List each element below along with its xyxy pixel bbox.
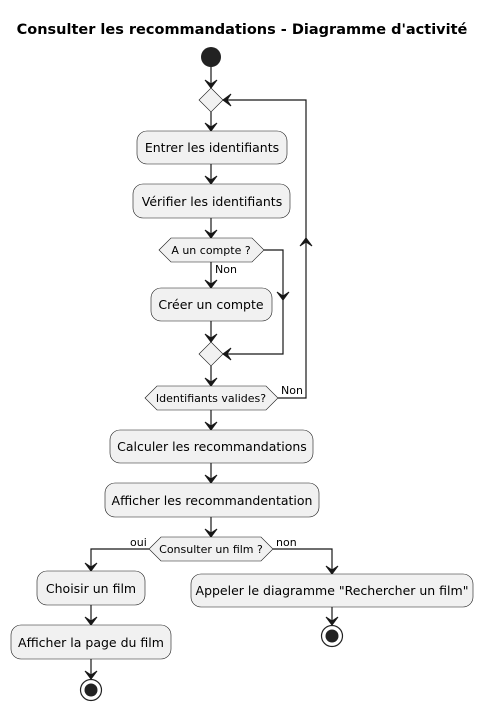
activity-call-search-diagram-label: Appeler le diagramme "Rechercher un film…	[196, 583, 469, 598]
arrowhead	[204, 79, 218, 89]
arrowhead	[84, 562, 98, 572]
account-merge-node	[198, 341, 224, 367]
edge-loop-back	[223, 99, 307, 399]
guard-credentials-invalid: Non	[281, 384, 303, 397]
arrowhead	[204, 229, 218, 239]
arrowhead	[204, 377, 218, 387]
arrowhead	[84, 670, 98, 680]
arrowhead	[204, 421, 218, 431]
edge-view-movie-no	[273, 548, 333, 574]
activity-verify-credentials-label: Vérifier les identifiants	[142, 194, 282, 209]
arrowhead	[204, 122, 218, 132]
arrowhead	[299, 237, 313, 247]
loop-merge-node	[198, 87, 224, 113]
guard-view-movie-no: non	[276, 536, 297, 549]
arrowhead	[204, 528, 218, 538]
arrowhead	[276, 291, 290, 301]
arrowhead	[325, 616, 339, 626]
diagram-title: Consulter les recommandations - Diagramm…	[17, 22, 468, 38]
activity-display-movie-page-label: Afficher la page du film	[18, 635, 164, 650]
arrowhead	[204, 175, 218, 185]
edge-view-movie-yes	[90, 548, 149, 571]
edge-has-account-bypass	[223, 249, 284, 355]
activity-display-recommendations-label: Afficher les recommandentation	[112, 493, 313, 508]
activity-choose-movie-label: Choisir un film	[46, 581, 136, 596]
arrowhead	[325, 565, 339, 575]
arrowhead	[222, 347, 232, 361]
activity-enter-credentials	[136, 130, 288, 165]
arrowhead	[84, 616, 98, 626]
activity-compute-recommendations-label: Calculer les recommandations	[117, 439, 307, 454]
activity-create-account-label: Créer un compte	[158, 297, 263, 312]
activity-enter-credentials-label: Entrer les identifiants	[145, 140, 279, 155]
activity-display-recommendations	[104, 482, 320, 518]
end-node-right-inner	[325, 629, 339, 643]
guard-has-account-no: Non	[215, 263, 237, 276]
end-node-left-inner	[84, 683, 98, 697]
decision-credentials-valid-label: Identifiants valides?	[156, 392, 266, 405]
decision-view-movie-label: Consulter un film ?	[159, 543, 263, 556]
arrowhead	[204, 333, 218, 343]
decision-has-account-label: A un compte ?	[171, 244, 251, 257]
arrowhead	[204, 279, 218, 289]
start-node	[201, 47, 221, 67]
arrowhead	[204, 474, 218, 484]
arrowhead	[222, 93, 232, 107]
guard-view-movie-yes: oui	[130, 536, 147, 549]
